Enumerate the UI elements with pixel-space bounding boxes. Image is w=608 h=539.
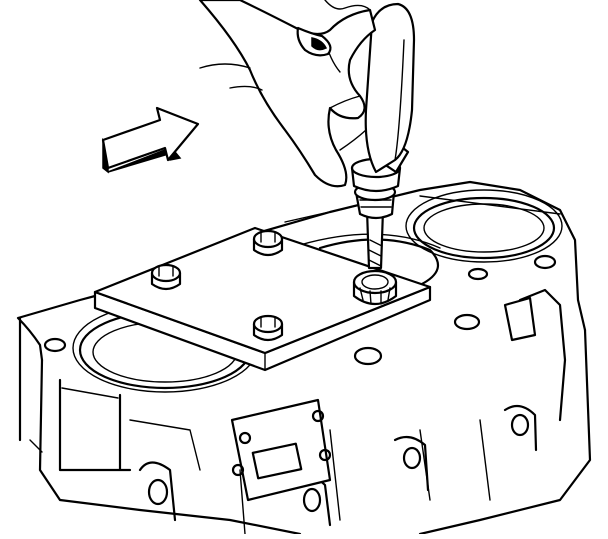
flange-hole (238, 431, 252, 445)
hand (198, 0, 377, 188)
hex-bolt-icon (252, 229, 284, 257)
engine-block (16, 180, 592, 536)
hand-palm (198, 0, 377, 188)
deck-bolt-hole (453, 313, 481, 331)
flange-hole (231, 463, 245, 477)
cylinder-bore-3 (412, 196, 556, 260)
hone-tool (352, 269, 398, 306)
block-front-face (38, 358, 302, 536)
dowel-boss (503, 296, 537, 342)
flange-hole (318, 448, 332, 462)
block-deck-outline (16, 180, 587, 442)
cylinder-bore-3-lip (405, 189, 563, 263)
deck-bolt-hole (43, 337, 67, 353)
direction-arrow-icon (101, 106, 200, 174)
torque-plate (93, 226, 432, 372)
deck-bolt-hole (467, 267, 489, 281)
hex-bolt-icon (252, 314, 284, 342)
hex-bolt-icon (150, 263, 182, 291)
arrow-face (101, 106, 200, 170)
hand-fingers (324, 0, 371, 151)
front-boss (138, 461, 177, 522)
cylinder-bore-3-inner (423, 203, 545, 253)
flange-hole (311, 409, 325, 423)
deck-bolt-hole (353, 346, 383, 366)
thumbnail-shadow (311, 37, 328, 51)
deck-bolt-hole (533, 254, 557, 270)
block-deck-top-edge (284, 195, 561, 223)
block-ribs (29, 387, 491, 535)
front-boss (393, 435, 430, 492)
cylinder-bore-2 (318, 238, 440, 287)
drill-body (364, 2, 416, 174)
torque-plate-top (93, 226, 432, 355)
drill-icon (350, 2, 416, 270)
front-boss (503, 404, 538, 452)
front-flange (230, 398, 332, 502)
block-right-wall (418, 288, 592, 536)
motion-lines (199, 63, 263, 91)
flange-port (251, 442, 303, 480)
